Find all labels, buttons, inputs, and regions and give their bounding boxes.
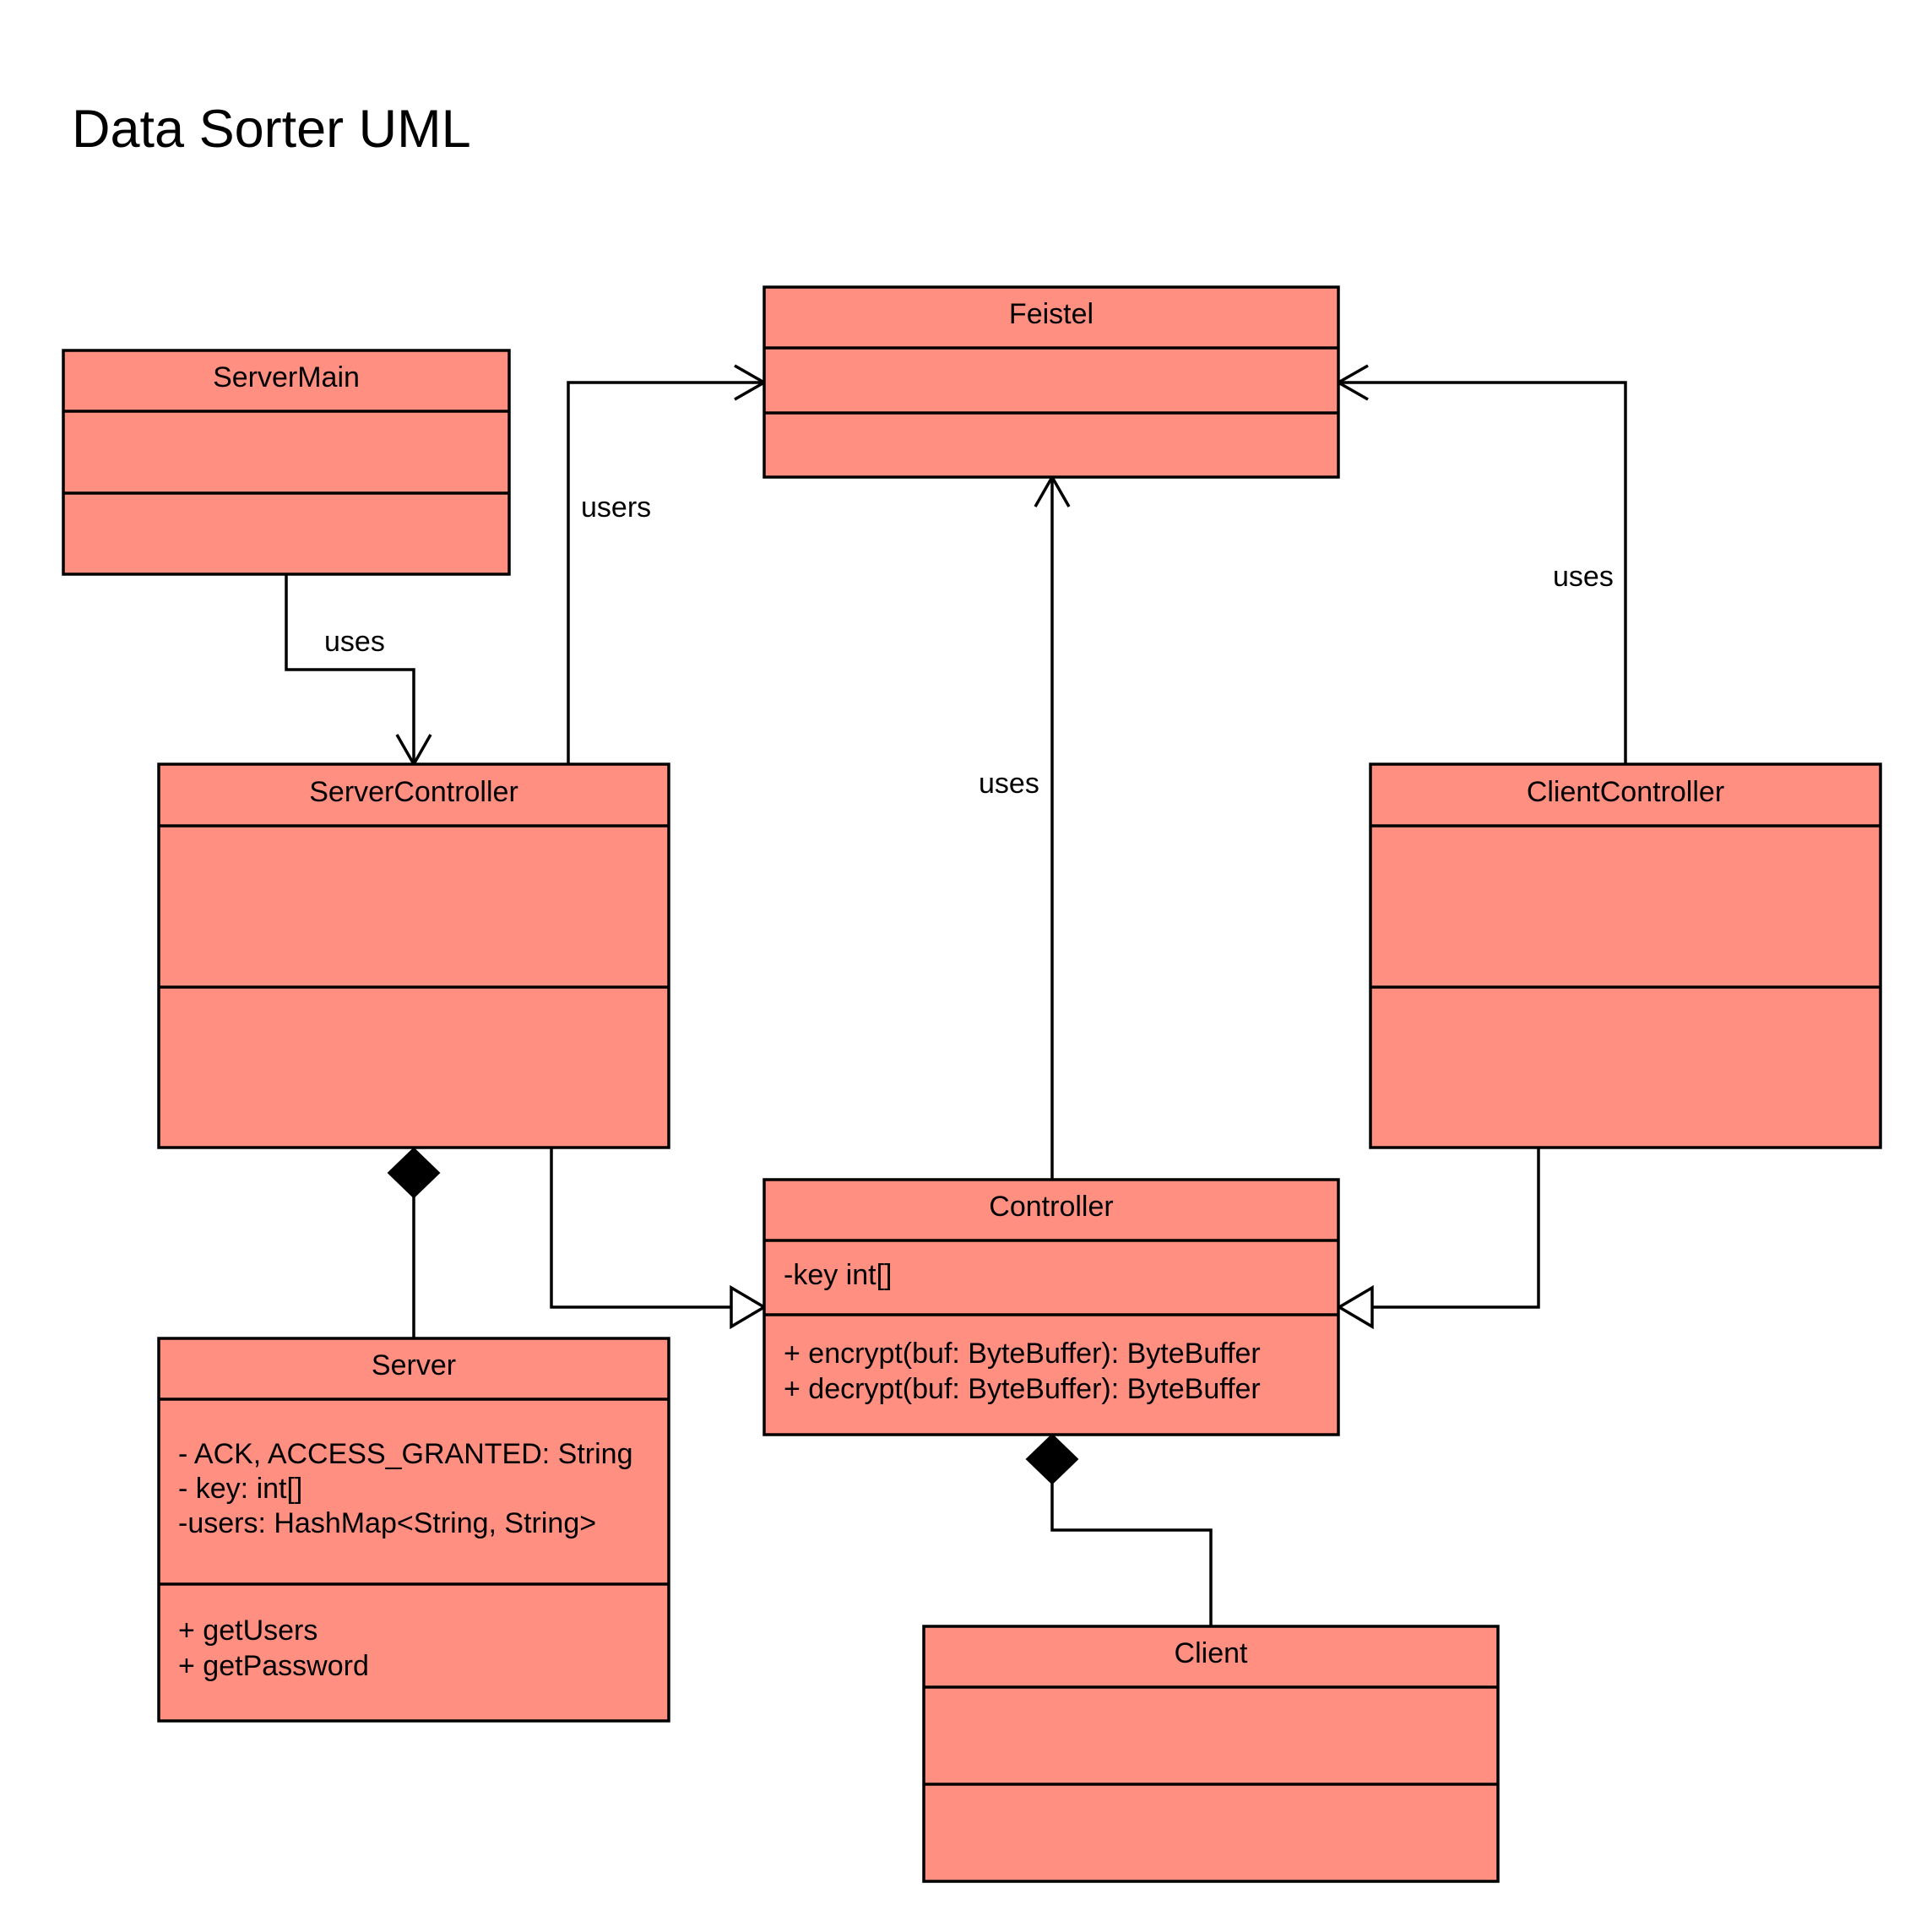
hollow-triangle-head <box>1336 1284 1374 1330</box>
class-server[interactable]: Server - ACK, ACCESS_GRANTED: String - k… <box>157 1337 670 1723</box>
class-controller[interactable]: Controller -key int[] + encrypt(buf: Byt… <box>762 1178 1340 1436</box>
edge-controller-uses-feistel: uses <box>979 474 1071 1180</box>
edge-servercontroller-users-feistel: users <box>567 364 768 764</box>
edge-label-uses: uses <box>324 626 385 658</box>
class-attribute: -users: HashMap<String, String> <box>178 1507 596 1539</box>
edge-line <box>1372 1148 1540 1309</box>
class-box <box>762 285 1340 479</box>
filled-diamond-head <box>1025 1433 1079 1485</box>
edge-label-uses: uses <box>1553 561 1614 593</box>
edge-servercontroller-composes-server <box>387 1147 441 1338</box>
class-clientcontroller[interactable]: ClientController <box>1369 762 1882 1149</box>
filled-diamond-head <box>387 1147 441 1199</box>
class-servercontroller[interactable]: ServerController <box>157 762 670 1149</box>
class-box <box>1369 762 1882 1149</box>
class-box <box>157 1337 670 1723</box>
class-method: + decrypt(buf: ByteBuffer): ByteBuffer <box>784 1373 1261 1405</box>
edge-servermain-uses-servercontroller: uses <box>285 574 432 768</box>
class-attribute: -key int[] <box>784 1259 892 1291</box>
class-method: + encrypt(buf: ByteBuffer): ByteBuffer <box>784 1338 1261 1370</box>
class-name: Controller <box>989 1191 1113 1223</box>
class-box <box>157 762 670 1149</box>
class-name: Feistel <box>1009 298 1094 330</box>
class-feistel[interactable]: Feistel <box>762 285 1340 479</box>
class-name: ClientController <box>1527 776 1724 808</box>
edge-controller-composes-client <box>1025 1433 1213 1626</box>
edge-line <box>285 574 415 764</box>
edge-clientcontroller-uses-feistel: uses <box>1335 364 1627 764</box>
edge-line <box>1050 1483 1213 1626</box>
edge-servercontroller-extends-controller <box>550 1148 768 1330</box>
hollow-triangle-head <box>730 1284 768 1330</box>
class-client[interactable]: Client <box>922 1625 1500 1883</box>
edge-label-users: users <box>581 491 651 524</box>
class-name: Server <box>372 1349 456 1381</box>
edge-clientcontroller-extends-controller <box>1336 1148 1540 1330</box>
class-name: ServerMain <box>213 361 360 393</box>
class-box <box>62 349 511 576</box>
class-method: + getPassword <box>178 1650 369 1682</box>
edge-line <box>1338 381 1627 764</box>
class-attribute: - key: int[] <box>178 1473 302 1505</box>
class-attribute: - ACK, ACCESS_GRANTED: String <box>178 1438 633 1470</box>
edge-line <box>550 1148 731 1309</box>
class-name: Client <box>1175 1637 1248 1669</box>
class-method: + getUsers <box>178 1615 317 1647</box>
edge-label-uses: uses <box>979 768 1039 800</box>
class-name: ServerController <box>309 776 518 808</box>
class-servermain[interactable]: ServerMain <box>62 349 511 576</box>
class-box <box>922 1625 1500 1883</box>
edge-line <box>567 381 764 764</box>
diagram-title: Data Sorter UML <box>72 100 471 159</box>
class-box <box>762 1178 1340 1436</box>
